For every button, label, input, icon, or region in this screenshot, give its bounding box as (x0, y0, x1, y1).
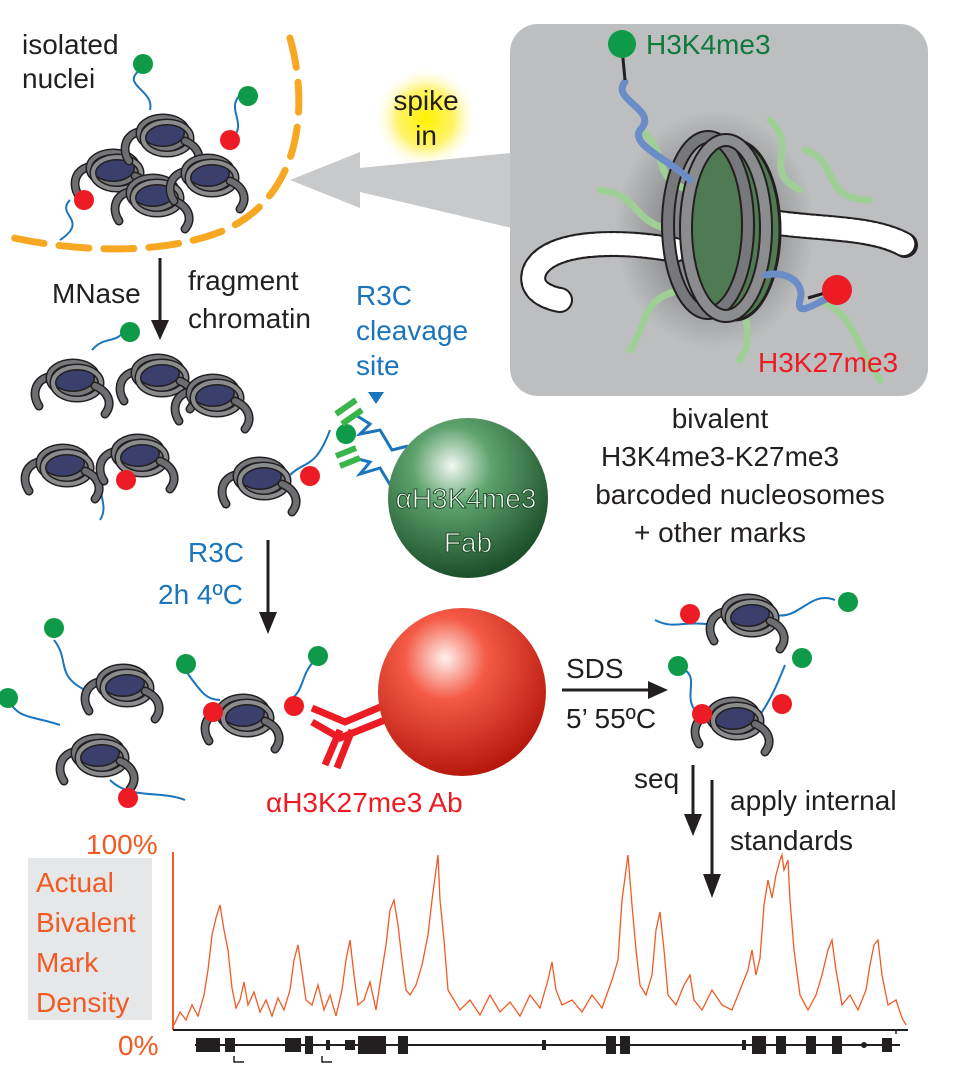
nucleosome (710, 597, 784, 649)
bivalent-line2: H3K4me3-K27me3 (601, 441, 839, 472)
eluted-nucleosomes (654, 592, 858, 752)
antibody-bead (378, 608, 546, 776)
h3k27me3-bead (822, 275, 852, 305)
fragmented-chromatin (25, 322, 356, 521)
bivalent-line4: + other marks (634, 517, 806, 548)
nucleosome (120, 357, 194, 409)
track-label-background (28, 858, 152, 1020)
fab-label-line2: Fab (444, 527, 492, 558)
bivalent-line1: bivalent (672, 403, 769, 434)
nucleosome (222, 460, 296, 512)
nucleosome (60, 737, 134, 789)
h3k27me3-mark (284, 696, 304, 716)
h3k27me3-mark (300, 466, 320, 486)
nucleosome (85, 667, 159, 719)
h3k27me3-mark (680, 604, 700, 624)
h3k4me3-mark (838, 592, 858, 612)
r3c-site-label-line1: R3C (356, 280, 412, 311)
seq-label: seq (634, 763, 679, 794)
h3k27me3-mark (116, 470, 136, 490)
cleavage-site-marker (368, 392, 384, 404)
isolated-label-line2: nuclei (22, 63, 95, 94)
mnase-step: MNase fragment chromatin (52, 258, 311, 340)
h3k4me3-mark (120, 322, 140, 342)
h3k4me3-label: H3K4me3 (646, 29, 771, 60)
h3k27me3-mark (74, 190, 94, 210)
h3k27me3-mark (118, 788, 138, 808)
track-max-label: 100% (86, 829, 158, 860)
r3c-step-label-line1: R3C (188, 537, 244, 568)
r3c-site-label-line3: site (356, 350, 400, 381)
h3k4me3-mark (133, 54, 153, 74)
r3c-fab: R3C cleavage site αH3K4me3 Fab (334, 280, 548, 578)
h3k27me3-mark (220, 130, 240, 150)
barcoded-nucleosome-inset: H3K4me3 H3K27me3 (510, 24, 928, 396)
density-track: Actual Bivalent Mark Density 100% 0% (28, 829, 908, 1061)
seq-step: seq apply internal standards (634, 763, 897, 898)
fragment-label-line2: chromatin (188, 303, 311, 334)
h3k4me3-mark (668, 656, 688, 676)
density-label-line3: Mark (36, 947, 99, 978)
h3k4me3-mark (238, 86, 258, 106)
antibody-label: αH3K27me3 Ab (266, 787, 463, 818)
h3k27me3-label: H3K27me3 (758, 347, 898, 378)
k27-antibody: αH3K27me3 Ab (266, 608, 546, 818)
nucleosome (100, 437, 174, 489)
nucleosome (25, 447, 99, 499)
density-label-line4: Density (36, 987, 129, 1018)
spike-in-arrow (290, 150, 540, 230)
spike-label-line1: spike (393, 85, 458, 116)
fab-bead (388, 418, 548, 578)
mnase-label: MNase (52, 278, 141, 309)
density-label-line2: Bivalent (36, 907, 136, 938)
r3c-site-label-line2: cleavage (356, 315, 468, 346)
bivalent-description: bivalent H3K4me3-K27me3 barcoded nucleos… (595, 403, 885, 548)
h3k27me3-mark (203, 702, 223, 722)
sds-label-line2: 5’ 55ºC (566, 703, 656, 734)
h3k4me3-mark (792, 648, 812, 668)
isolated-label-line1: isolated (22, 29, 119, 60)
track-min-label: 0% (118, 1030, 158, 1061)
density-signal (173, 852, 907, 1026)
nucleosome (35, 362, 109, 414)
spike-label-line2: in (415, 120, 437, 151)
standards-label-line2: standards (730, 825, 853, 856)
h3k4me3-bead (608, 30, 636, 58)
sds-label-line1: SDS (566, 653, 624, 684)
released-nucleosomes (0, 618, 328, 808)
sds-step: SDS 5’ 55ºC (562, 653, 668, 734)
isolated-nuclei-group: isolated nuclei (10, 29, 303, 253)
h3k4me3-mark (0, 688, 18, 708)
h3k4me3-mark (308, 646, 328, 666)
h3k27me3-mark (772, 694, 792, 714)
r3c-step: R3C 2h 4ºC (158, 537, 277, 634)
r3c-step-label-line2: 2h 4ºC (158, 579, 243, 610)
nuclear-membrane (10, 34, 303, 253)
h3k27me3-mark (692, 704, 712, 724)
h3k4me3-mark (176, 654, 196, 674)
h3k4me3-mark (44, 618, 64, 638)
h3k4me3-mark (336, 424, 356, 444)
standards-label-line1: apply internal (730, 785, 897, 816)
spike-in: spike in (374, 66, 478, 170)
gene-track (195, 1029, 900, 1063)
density-label-line1: Actual (36, 867, 114, 898)
bivalent-line3: barcoded nucleosomes (595, 479, 885, 510)
fab-label-line1: αH3K4me3 (396, 483, 537, 514)
fragment-label-line1: fragment (188, 265, 299, 296)
